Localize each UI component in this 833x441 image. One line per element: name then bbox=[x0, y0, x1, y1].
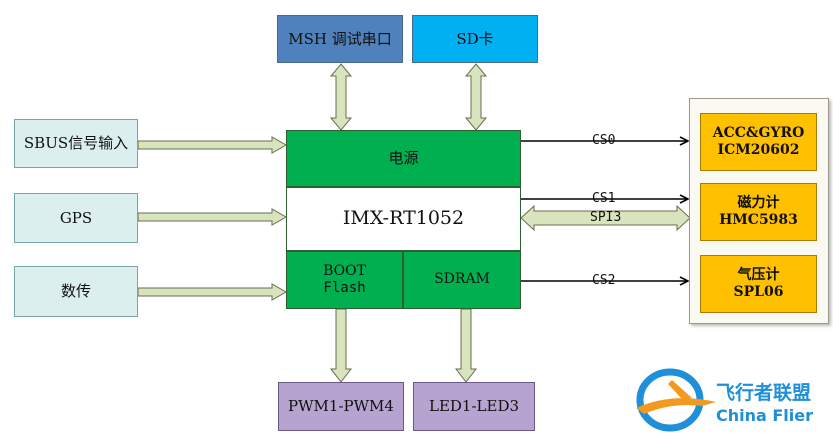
barometer-model: SPL06 bbox=[733, 284, 784, 300]
chip-label: IMX-RT1052 bbox=[342, 207, 465, 230]
pwm-box: PWM1-PWM4 bbox=[278, 382, 404, 431]
sdram-section: SDRAM bbox=[403, 251, 521, 309]
sd-link-arrow bbox=[464, 63, 488, 131]
magnetometer-name: 磁力计 bbox=[737, 194, 780, 211]
msh-debug-serial-box: MSH 调试串口 bbox=[277, 15, 403, 63]
sbus-input-box: SBUS信号输入 bbox=[14, 119, 138, 168]
imu-sensor-box: ACC&GYRO ICM20602 bbox=[700, 113, 817, 171]
watermark-english: China Flier bbox=[716, 406, 814, 425]
datalink-box: 数传 bbox=[14, 266, 138, 317]
gps-box: GPS bbox=[14, 193, 138, 243]
magnetometer-model: HMC5983 bbox=[719, 212, 798, 228]
led-label: LED1-LED3 bbox=[428, 397, 520, 416]
msh-debug-serial-label: MSH 调试串口 bbox=[288, 29, 392, 48]
cs1-label: CS1 bbox=[592, 191, 616, 206]
gps-arrow bbox=[137, 208, 288, 226]
cs2-label: CS2 bbox=[592, 273, 616, 288]
china-flier-watermark: 飞行者联盟 China Flier bbox=[632, 362, 830, 436]
sd-card-label: SD卡 bbox=[456, 29, 494, 48]
led-arrow bbox=[454, 308, 478, 383]
boot-flash-section: BOOT Flash bbox=[286, 251, 403, 309]
cs0-label: CS0 bbox=[592, 133, 616, 148]
barometer-name: 气压计 bbox=[737, 266, 780, 283]
gps-label: GPS bbox=[59, 208, 93, 227]
magnetometer-box: 磁力计 HMC5983 bbox=[700, 183, 817, 241]
imu-sensor-model: ICM20602 bbox=[717, 142, 800, 158]
watermark-chinese: 飞行者联盟 bbox=[716, 382, 812, 404]
sbus-input-label: SBUS信号输入 bbox=[23, 134, 129, 153]
spi3-label: SPI3 bbox=[590, 210, 622, 225]
datalink-arrow bbox=[137, 283, 288, 301]
boot-label: BOOT bbox=[323, 262, 366, 279]
pwm-label: PWM1-PWM4 bbox=[288, 397, 394, 416]
plane-logo-icon bbox=[636, 368, 716, 432]
pwm-arrow bbox=[329, 308, 353, 383]
led-box: LED1-LED3 bbox=[413, 382, 535, 431]
msh-link-arrow bbox=[329, 63, 353, 131]
imu-sensor-name: ACC&GYRO bbox=[712, 124, 805, 141]
power-label: 电源 bbox=[388, 149, 419, 168]
barometer-box: 气压计 SPL06 bbox=[700, 255, 817, 313]
power-section: 电源 bbox=[286, 130, 521, 187]
chip-section: IMX-RT1052 bbox=[286, 187, 521, 251]
datalink-label: 数传 bbox=[60, 282, 91, 301]
sdram-label: SDRAM bbox=[434, 271, 490, 288]
sbus-arrow bbox=[137, 136, 288, 154]
mcu-block: 电源 IMX-RT1052 BOOT Flash SDRAM bbox=[286, 130, 521, 309]
flash-label: Flash bbox=[323, 280, 366, 296]
sd-card-box: SD卡 bbox=[412, 15, 538, 63]
